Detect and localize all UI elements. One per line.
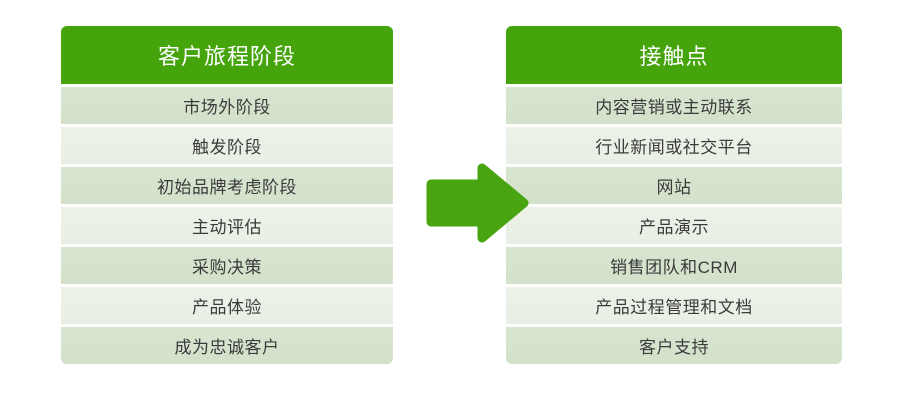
table-row: 网站 (506, 167, 842, 204)
table-row: 触发阶段 (61, 127, 393, 164)
journey-stages-header: 客户旅程阶段 (61, 26, 393, 84)
table-row: 内容营销或主动联系 (506, 87, 842, 124)
table-row: 客户支持 (506, 327, 842, 364)
table-row: 初始品牌考虑阶段 (61, 167, 393, 204)
table-row: 主动评估 (61, 207, 393, 244)
table-row: 销售团队和CRM (506, 247, 842, 284)
table-row: 市场外阶段 (61, 87, 393, 124)
touchpoints-header: 接触点 (506, 26, 842, 84)
right-arrow-icon (426, 163, 529, 243)
journey-stages-table: 客户旅程阶段 市场外阶段触发阶段初始品牌考虑阶段主动评估采购决策产品体验成为忠诚… (61, 26, 393, 364)
table-row: 行业新闻或社交平台 (506, 127, 842, 164)
table-row: 成为忠诚客户 (61, 327, 393, 364)
table-row: 产品演示 (506, 207, 842, 244)
table-row: 产品过程管理和文档 (506, 287, 842, 324)
table-row: 产品体验 (61, 287, 393, 324)
table-row: 采购决策 (61, 247, 393, 284)
